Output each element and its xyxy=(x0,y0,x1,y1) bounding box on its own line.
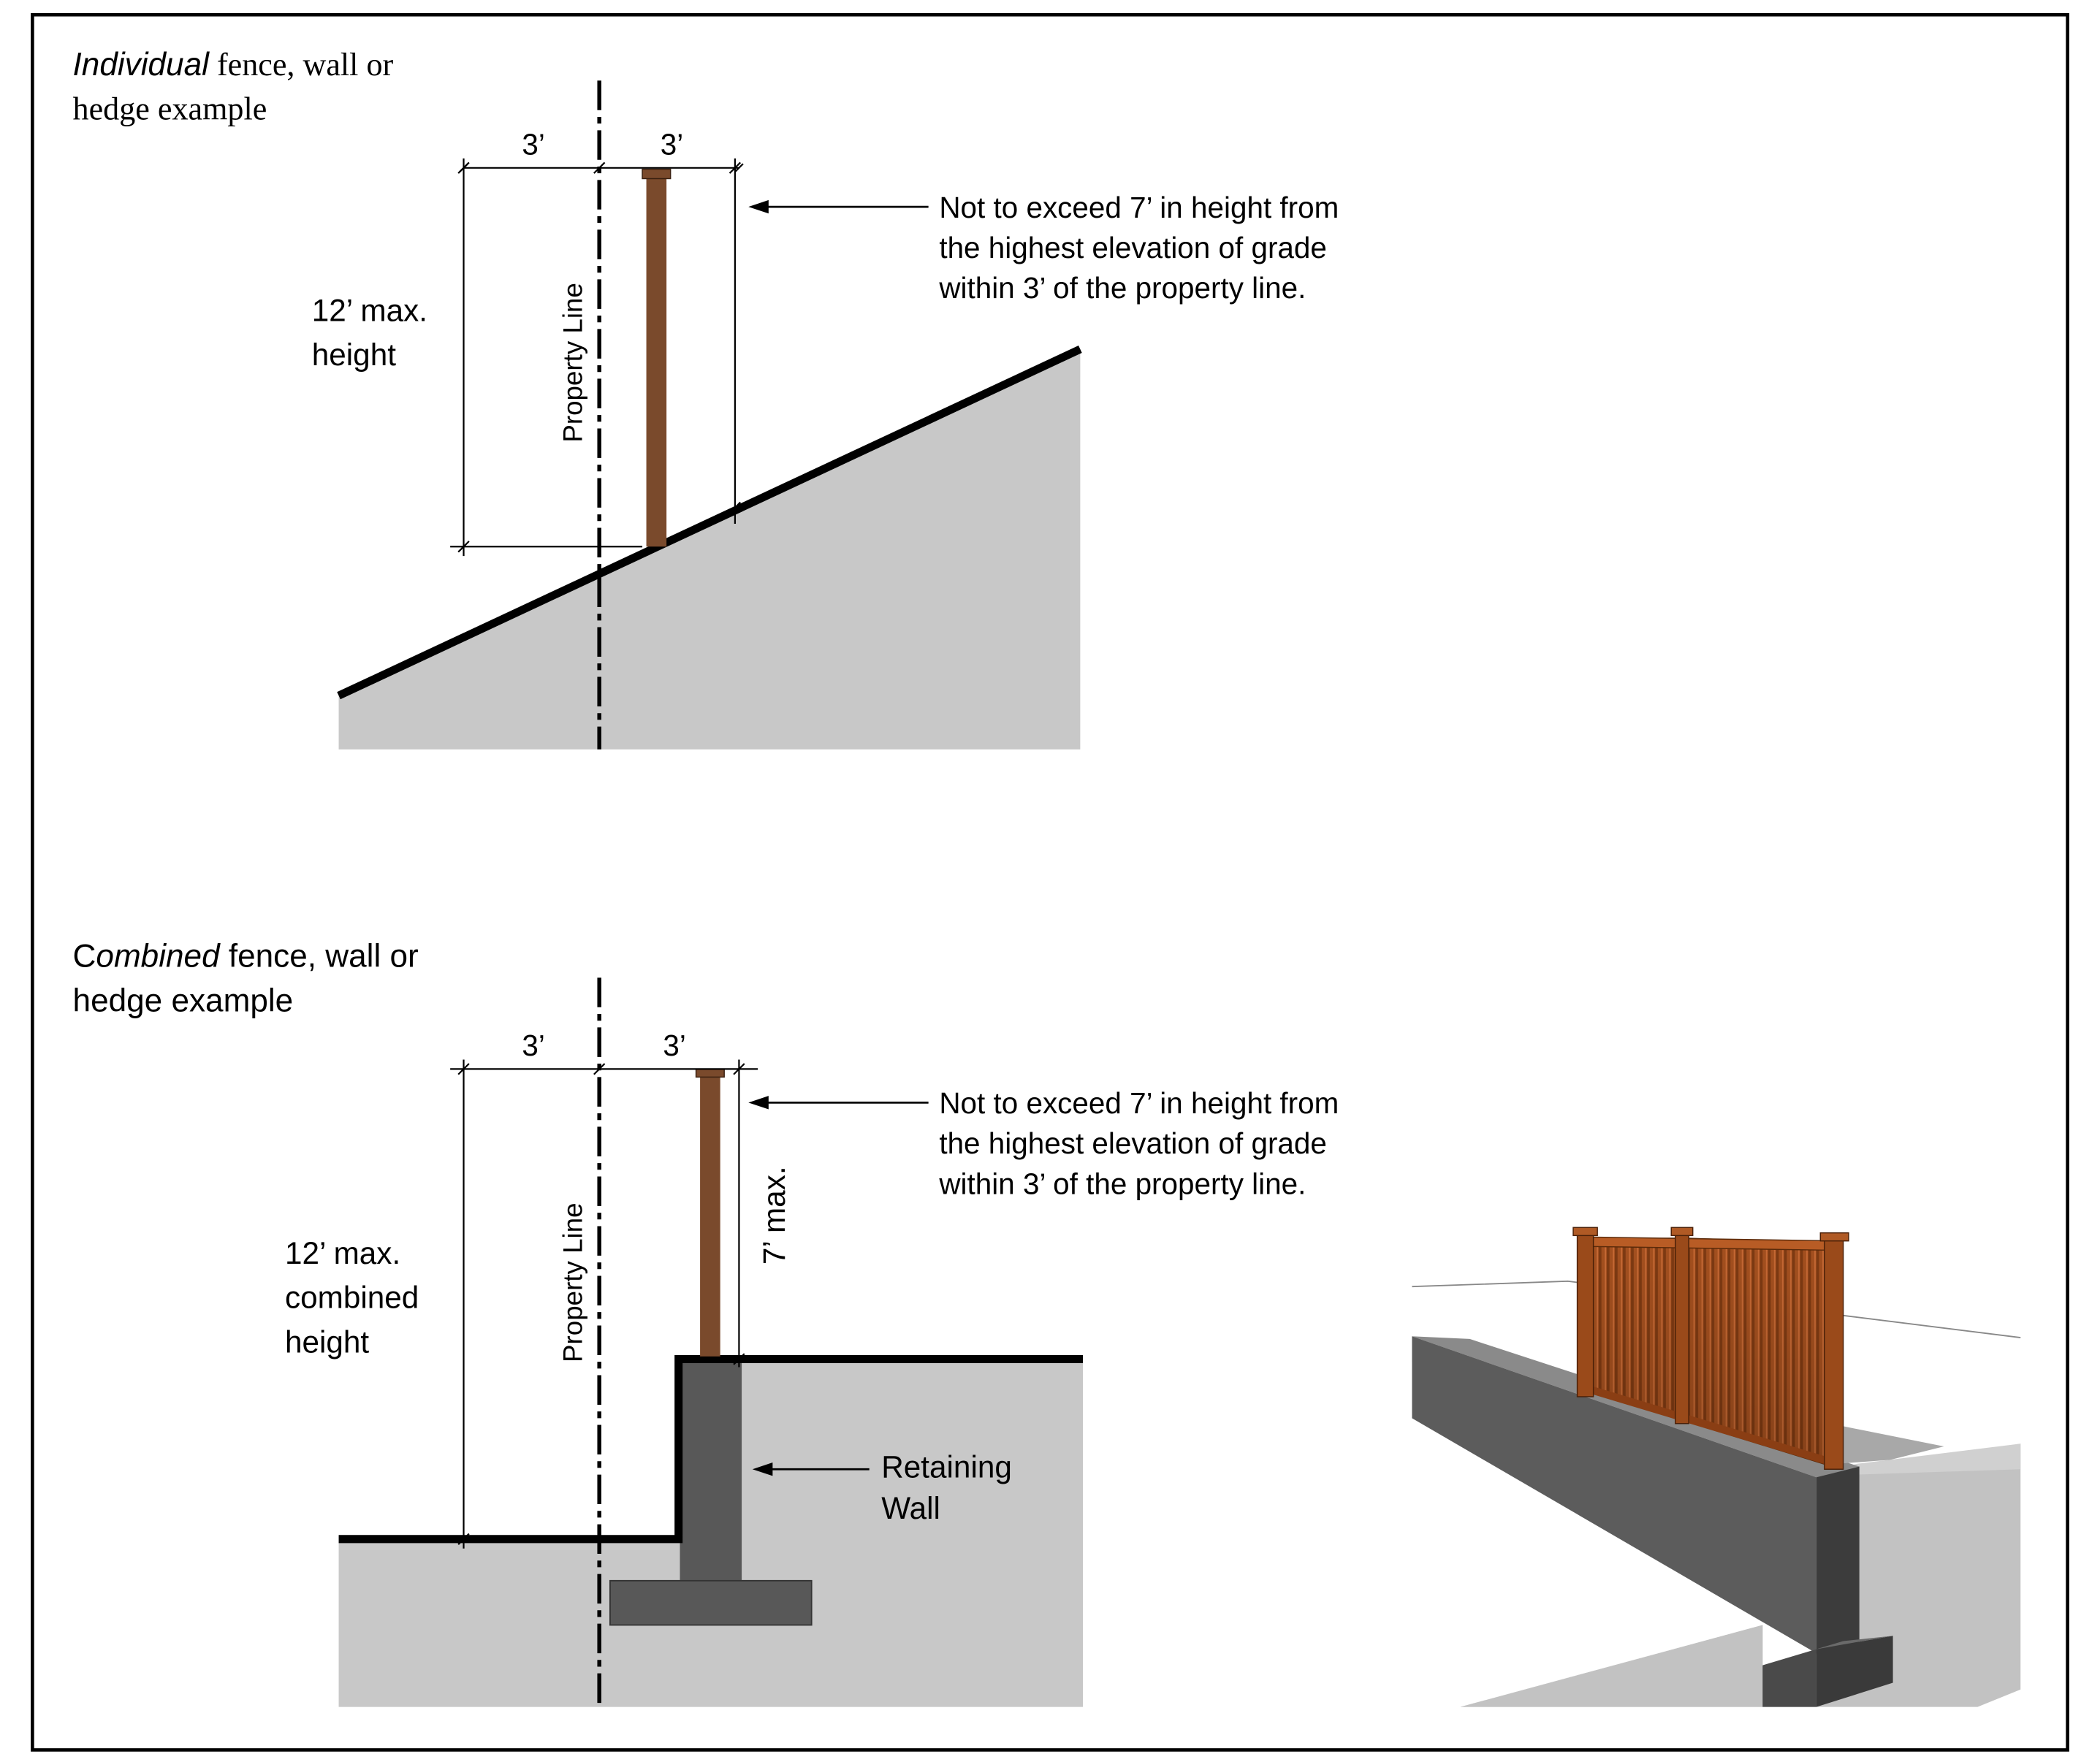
bottom-max-height-label: 12’ max. combined height xyxy=(285,1236,427,1359)
upper-ground-right xyxy=(1816,1443,2021,1475)
wall-front-face xyxy=(1412,1336,1816,1654)
retaining-wall-label: Retaining Wall xyxy=(881,1449,1020,1525)
retaining-wall-footing xyxy=(609,1579,813,1626)
retaining-wall-stem xyxy=(680,1360,742,1582)
fence-post-cap-3d-middle xyxy=(1670,1227,1694,1237)
fence-ground-shadow xyxy=(1836,1426,1944,1464)
top-max-height-label: 12’ max. height xyxy=(312,293,436,372)
bottom-dim-right-label: 3’ xyxy=(663,1029,685,1062)
fence-post-cap-3d-left xyxy=(1572,1227,1598,1237)
fence-post-3d-left xyxy=(1576,1232,1594,1397)
fence-post-cap-bottom xyxy=(695,1068,725,1078)
fence-post xyxy=(646,175,667,547)
fence-post-3d-right xyxy=(1824,1237,1844,1470)
fence-3d-illustration xyxy=(1412,1227,2021,1707)
top-note: Not to exceed 7’ in height from the high… xyxy=(938,191,1347,305)
bottom-note: Not to exceed 7’ in height from the high… xyxy=(938,1086,1347,1200)
figure-border xyxy=(31,12,2069,1752)
fence-shade xyxy=(1582,1239,1833,1467)
bottom-title-line2: hedge example xyxy=(73,983,294,1018)
sloped-ground xyxy=(338,348,1081,750)
fence-height-label: 7’ max. xyxy=(757,1166,791,1265)
individual-example: Individual fence, wall or hedge example … xyxy=(73,47,1347,750)
top-title-line2: hedge example xyxy=(73,91,267,127)
bottom-title: Combined fence, wall or xyxy=(73,939,419,975)
fence-post-bottom xyxy=(700,1074,720,1357)
bottom-dim-left-label: 3’ xyxy=(522,1029,544,1062)
bottom-dim-left-tick-bottom xyxy=(457,1533,470,1545)
top-note-arrowhead xyxy=(748,199,769,214)
property-line-label-bottom: Property Line xyxy=(558,1202,587,1362)
wall-footing-end xyxy=(1816,1636,1893,1707)
fence-post-3d-middle xyxy=(1675,1232,1689,1425)
top-dim-right-tick-top xyxy=(728,161,742,174)
wall-footing-front xyxy=(1762,1649,1816,1707)
bottom-dim-tick-mid xyxy=(593,1063,606,1075)
upper-terrain-edge xyxy=(1412,1280,2021,1338)
top-dim-right-label: 3’ xyxy=(661,127,683,161)
top-dim-right-tick-bottom xyxy=(728,501,742,514)
fence-post-cap-3d-right xyxy=(1819,1232,1849,1242)
top-dim-tick-mid xyxy=(593,161,606,174)
fence-bottom-rail xyxy=(1582,1383,1833,1467)
top-dim-left-label: 3’ xyxy=(522,127,544,161)
property-line-label: Property Line xyxy=(558,283,587,443)
combined-example: Combined fence, wall or hedge example Pr… xyxy=(73,939,1347,1707)
top-dim-left-tick-top xyxy=(457,161,470,174)
top-title: Individual fence, wall or xyxy=(73,47,394,83)
stepped-grade-line xyxy=(338,1354,1084,1544)
wall-label-arrowhead xyxy=(752,1462,773,1476)
fence-post-cap xyxy=(642,168,672,180)
bottom-note-arrowhead xyxy=(748,1096,769,1110)
lower-ground-left xyxy=(1460,1625,1763,1707)
grade-line xyxy=(337,345,1082,700)
bottom-dim-right-tick-bottom xyxy=(733,1353,745,1365)
wall-end-face xyxy=(1816,1466,1860,1655)
